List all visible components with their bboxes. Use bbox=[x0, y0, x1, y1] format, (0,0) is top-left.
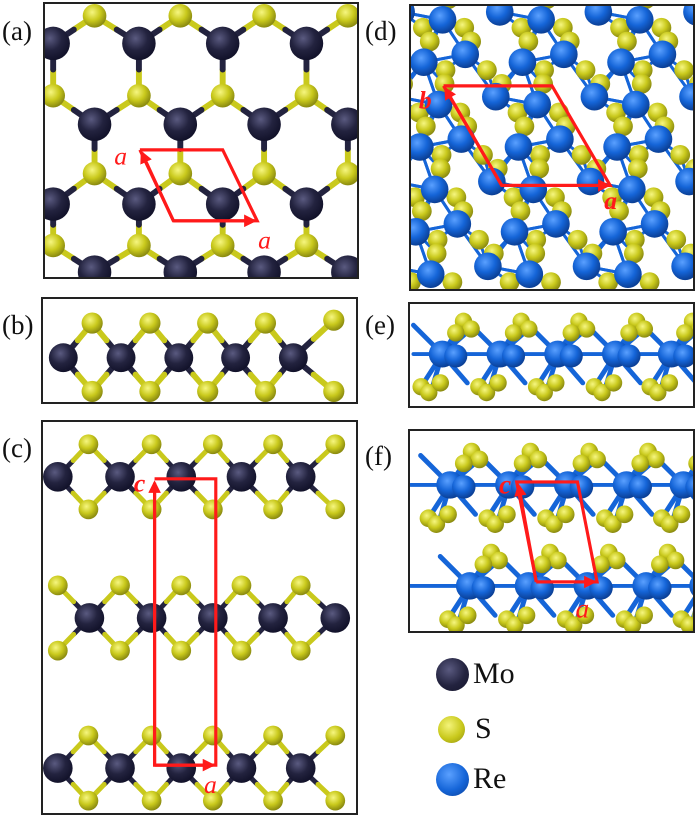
panel-label-e: (e) bbox=[365, 310, 395, 340]
svg-text:a: a bbox=[204, 770, 217, 799]
svg-text:c: c bbox=[499, 470, 511, 500]
legend-label-s: S bbox=[475, 712, 492, 745]
mo-atom-icon bbox=[436, 657, 469, 691]
svg-text:a: a bbox=[604, 186, 617, 215]
legend-item-s: S bbox=[438, 712, 492, 746]
panel-b-mos2-monolayer-side-view bbox=[41, 297, 358, 404]
svg-text:a: a bbox=[114, 142, 127, 171]
svg-text:c: c bbox=[134, 469, 146, 498]
legend-label-mo: Mo bbox=[473, 657, 515, 690]
res2-top-view-structure: ba bbox=[411, 6, 693, 289]
panel-label-c: (c) bbox=[2, 433, 32, 463]
panel-label-a: (a) bbox=[2, 16, 32, 46]
panel-label-f: (f) bbox=[365, 441, 392, 471]
panel-label-b: (b) bbox=[2, 310, 34, 340]
re-atom-icon bbox=[436, 762, 469, 796]
svg-text:a: a bbox=[258, 225, 271, 254]
legend-label-re: Re bbox=[473, 762, 507, 795]
res2-monolayer-side-structure bbox=[411, 312, 693, 402]
panel-label-d: (d) bbox=[365, 16, 397, 46]
svg-text:b: b bbox=[419, 86, 432, 115]
s-atom-icon bbox=[438, 715, 465, 743]
mos2-bulk-side-structure: ca bbox=[43, 434, 351, 811]
legend-item-mo: Mo bbox=[436, 657, 515, 691]
res2-bulk-side-structure: ca bbox=[410, 442, 693, 631]
panel-e-res2-monolayer-side-view bbox=[408, 302, 695, 408]
legend-item-re: Re bbox=[436, 762, 506, 796]
mos2-monolayer-side-structure bbox=[48, 309, 345, 402]
mos2-top-view-structure: aa bbox=[45, 4, 357, 277]
svg-text:a: a bbox=[576, 593, 590, 623]
